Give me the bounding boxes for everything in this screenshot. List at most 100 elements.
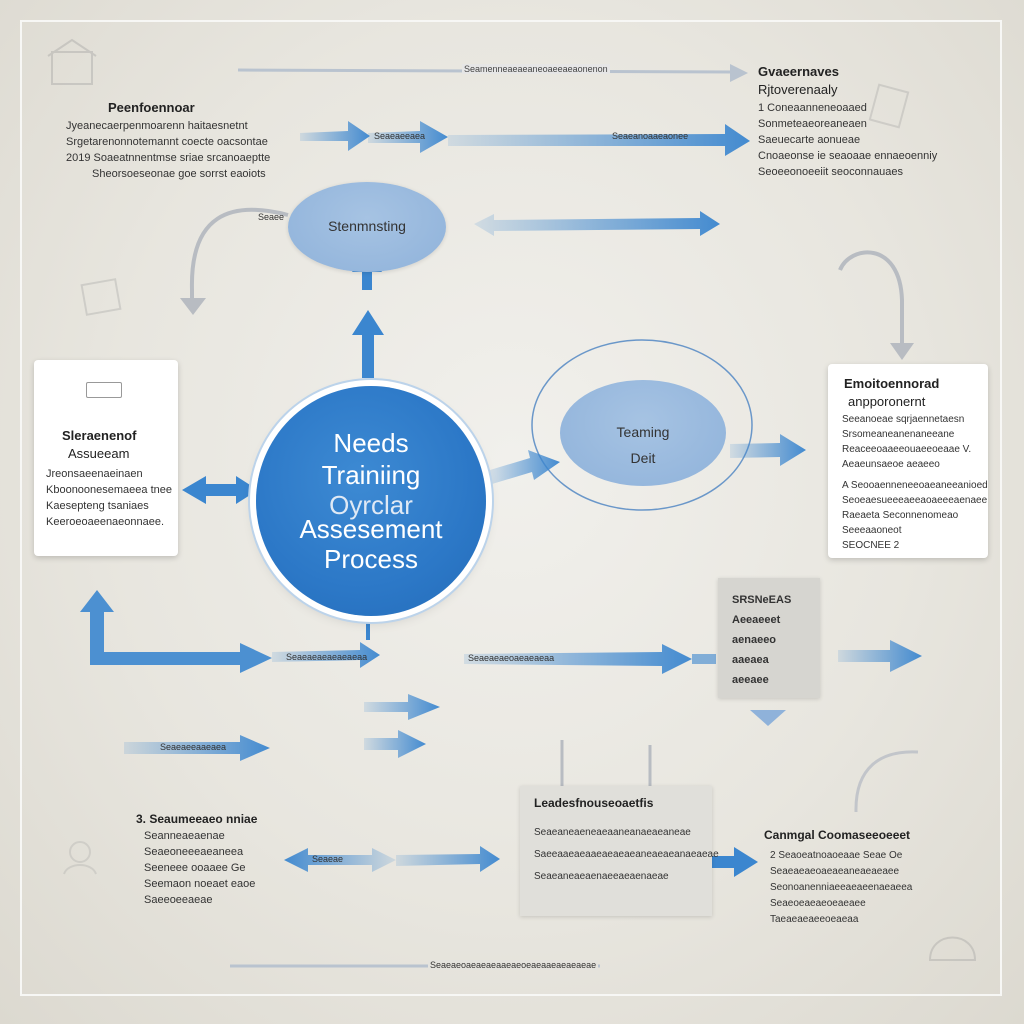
down-arrow-card	[750, 710, 786, 726]
bottom-center-heading: Leadesfnouseoaetfis	[534, 796, 654, 810]
top-left-line: Jyeanecaerpenmoarenn haitaesnetnt	[66, 120, 248, 132]
top-right-line: Seoeeonoeeiit seoconnauaes	[758, 166, 903, 178]
top-left-line: Sheorsoeseonae goe sorrst eaoiots	[92, 168, 266, 180]
helmet-icon	[928, 936, 977, 961]
center-line-2: Trainiing	[321, 460, 421, 490]
document-icon	[868, 83, 910, 129]
left-card-heading: Sleraenenof	[62, 428, 137, 443]
bottom-left-lines: Seanneaeaenae Seaeoneeeaeaneea Seeneee o…	[144, 828, 255, 908]
bottom-left-line: Seanneaeaenae	[144, 830, 225, 842]
right-oval-line-2: Deit	[630, 450, 656, 466]
low-arrow-label: Seaeaeaeaeaeaeaa	[286, 652, 368, 662]
right-card-line: Aeaeunsaeoe aeaeeo	[842, 459, 940, 470]
low-left-label: Seaeaeeaaeaea	[160, 742, 227, 752]
right-card-lines: Seeanoeae sqrjaennetaesn Srsomeaneanenan…	[842, 412, 988, 553]
mid-right-line: Aeeaeeet	[732, 614, 781, 626]
top-right-line: Cnoaeonse ie seaoaae ennaeoenniy	[758, 150, 938, 162]
clipboard-icon	[80, 278, 122, 316]
top-right-lines: 1 Coneaanneneoaaed Sonmeteaeoreaneaen Sa…	[758, 100, 937, 180]
left-card-lines: Jreonsaeenaeinaen Kboonoonesemaeea tnee …	[46, 466, 172, 530]
top-left-heading: Peenfoennoar	[108, 100, 195, 115]
top-left-lines: Jyeanecaerpenmoarenn haitaesnetnt Srgeta…	[66, 118, 270, 182]
right-card-line: Raeaeta Seconnenomeao	[842, 510, 959, 521]
right-card-line: Seoeaesueeeaeeaoaeeeaenaee	[842, 495, 988, 506]
mid-right-line: aeeaee	[732, 674, 769, 686]
center-line-3: Oyrclar	[329, 490, 413, 520]
right-card-line: A Seooaenneneeoaeaneeanioed	[842, 480, 988, 491]
bottom-right-line: Taeaeaeaeeoeaeaa	[770, 914, 859, 925]
bottom-left-line: Seemaon noeaet eaoe	[144, 878, 256, 890]
person-icon	[63, 841, 97, 875]
mid-arrow-label: Seaeaeaeoaeaeaeaa	[468, 653, 555, 663]
center-line-4: Assesement	[299, 514, 443, 544]
top-oval: Stenmnsting	[288, 182, 446, 272]
building-icon	[47, 38, 97, 85]
center-line-5: Process	[324, 544, 418, 574]
bottom-left-line: Seaeoneeeaeaneea	[144, 846, 244, 858]
left-card: Sleraenenof Assueeam Jreonsaeenaeinaen K…	[34, 360, 178, 556]
bottom-center-line: Seaeaneaeneaeaaneanaeaeaneae	[534, 827, 691, 838]
curved-arrow-right	[838, 250, 914, 360]
double-arrow-left	[182, 476, 258, 504]
l-connector-left	[80, 590, 380, 673]
bottom-center-line: Seaeaneaeaenaeeaeaenaeae	[534, 871, 669, 882]
thin-vertical-lines	[560, 740, 652, 786]
mid-long-arrow	[464, 644, 716, 674]
left-card-line: Jreonsaeenaeinaen	[46, 468, 143, 480]
up-arrow-center	[352, 310, 384, 378]
mid-right-line: SRSNeEAS	[732, 594, 792, 606]
left-card-line: Kaesepteng tsaniaes	[46, 500, 149, 512]
top-left-line: Srgetarenonnotemannt coecte oacsontae	[66, 136, 268, 148]
curved-arrow-bottom-right	[854, 750, 919, 813]
left-card-sub: Assueeam	[68, 446, 130, 461]
oval-left-tag: Seaee	[258, 212, 285, 222]
top-right-line: Sonmeteaeoreaneaen	[758, 118, 867, 130]
bottom-right-line: Seonoanenniaeeaeaeenaeaeea	[770, 882, 913, 893]
footer-label: Seaeaeoaeaeaeaaeaeoeaeaaeaeaeaeae	[428, 960, 599, 970]
top-line-label: Seamenneaeaeaneoaeeaeaonenon	[462, 64, 610, 74]
left-card-line: Keeroeoaeenaeonnaee.	[46, 516, 165, 528]
top-right-line: Saeuecarte aonueae	[758, 134, 861, 146]
top-left-line: 2019 Soaeatnnentmse sriae srcanoaeptte	[66, 152, 271, 164]
top-arrow-right-label: Seaeanoaaeaonee	[612, 131, 689, 141]
right-card-heading: Emoitoennorad	[844, 376, 940, 391]
top-right-line: 1 Coneaanneneoaaed	[758, 102, 867, 114]
right-card-line: Srsomeaneanenaneeane	[842, 429, 955, 440]
oval-to-card-arrow	[730, 434, 806, 466]
center-to-right-arrow	[490, 450, 560, 484]
right-card: Emoitoennorad anpporonernt Seeanoeae sqr…	[828, 364, 988, 558]
bottom-left-heading: 3. Seaumeeaeo nniae	[136, 812, 258, 826]
right-card-line: SEOCNEE 2	[842, 540, 900, 551]
top-right-heading: Gvaeernaves	[758, 64, 839, 79]
bottom-double-arrow	[284, 846, 500, 872]
bottom-right-lines: 2 Seaoeatnoaoeaae Seae Oe Seaeaeaeoaeaea…	[770, 848, 912, 928]
bottom-arrow-label: Seaeae	[312, 854, 344, 864]
top-right-sub: Rjtoverenaaly	[758, 82, 838, 97]
top-oval-label: Stenmnsting	[328, 218, 406, 234]
right-oval: Teaming Deit	[560, 380, 726, 486]
center-line-1: Needs	[333, 428, 409, 458]
bottom-right-line: 2 Seaoeatnoaoeaae Seae Oe	[770, 850, 903, 861]
bottom-left-line: Seeneee ooaaee Ge	[144, 862, 246, 874]
bottom-right-line: Seaeoeaeaeoeaeaee	[770, 898, 866, 909]
diagram-frame	[20, 20, 1002, 996]
right-arrow	[838, 640, 922, 672]
right-oval-line-1: Teaming	[616, 424, 670, 440]
bottom-center-card: Leadesfnouseoaetfis Seaeaneaeneaeaaneana…	[520, 786, 719, 916]
bottom-right-arrow	[708, 847, 758, 877]
double-arrow-top	[474, 211, 720, 236]
mid-right-card: SRSNeEAS Aeeaeeet aenaeeo aaeaea aeeaee	[718, 578, 820, 698]
bottom-center-lines: Seaeaneaeneaeaaneanaeaeaneae Saeeaaeaeaa…	[534, 822, 719, 888]
right-card-sub: anpporonernt	[848, 394, 926, 409]
small-arrows	[124, 694, 440, 761]
right-card-line: Seeanoeae sqrjaennetaesn	[842, 414, 965, 425]
right-card-line: Seeeaaoneot	[842, 525, 902, 536]
right-card-line: Reaceeoaaeeouaeeoeaae V.	[842, 444, 972, 455]
curved-arrow-top-left	[180, 207, 289, 315]
bottom-center-line: Saeeaaeaeaaeaeaeaeaneaeaeanaeaeae	[534, 849, 719, 860]
top-block-arrow	[300, 121, 750, 156]
center-circle: Needs Trainiing Oyrclar Assesement Proce…	[256, 386, 486, 616]
left-card-line: Kboonoonesemaeea tnee	[46, 484, 172, 496]
right-oval-ring	[531, 339, 753, 511]
mid-right-line: aaeaea	[732, 654, 769, 666]
